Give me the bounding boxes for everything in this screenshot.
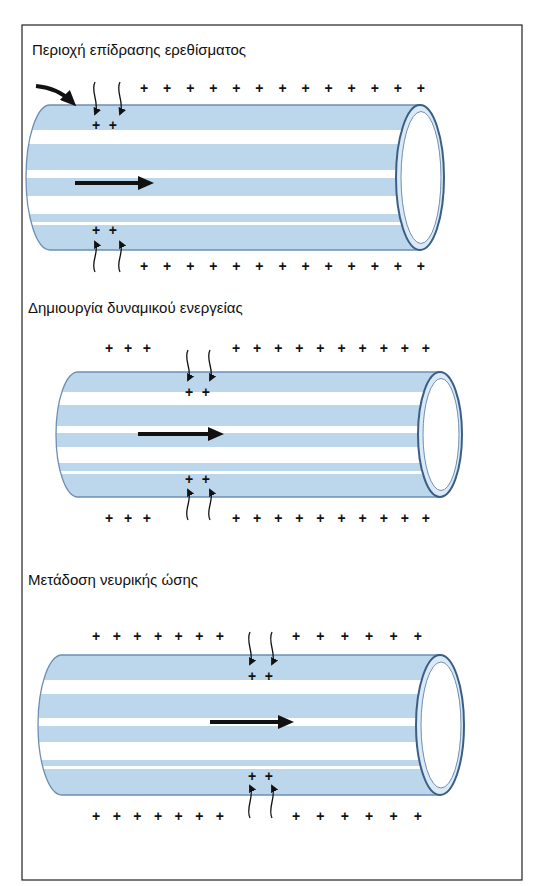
axon-cylinder: [20, 82, 444, 272]
charge-signs: + +: [185, 384, 210, 400]
charge-signs: + +: [92, 222, 117, 238]
charge-signs: + + +: [105, 340, 151, 356]
charge-signs: + +: [248, 668, 273, 684]
charge-signs: + + + + + + + + + + + + +: [140, 258, 425, 274]
charge-signs: + +: [92, 117, 117, 133]
charge-signs: + + + + + + +: [92, 808, 224, 824]
charge-signs: + + +: [105, 510, 151, 526]
charge-signs: + + + + + +: [292, 628, 422, 644]
charge-signs: + + + + + + + + + +: [232, 340, 430, 356]
charge-signs: + + + + + + + + + + + + +: [140, 80, 425, 96]
axon-cylinder: [30, 632, 470, 818]
panel-title: Μετάδοση νευρικής ώσης: [28, 572, 198, 588]
panel-title: Περιοχή επίδρασης ερεθίσματος: [32, 42, 246, 58]
charge-signs: + +: [185, 471, 210, 487]
axon-cylinder: [50, 350, 470, 520]
charge-signs: + + + + + + +: [92, 628, 224, 644]
charge-signs: + +: [248, 768, 273, 784]
charge-signs: + + + + + + + + + +: [232, 510, 430, 526]
panel-title: Δημιουργία δυναμικού ενεργείας: [28, 300, 243, 316]
charge-signs: + + + + + +: [292, 808, 422, 824]
frame: [22, 25, 522, 880]
